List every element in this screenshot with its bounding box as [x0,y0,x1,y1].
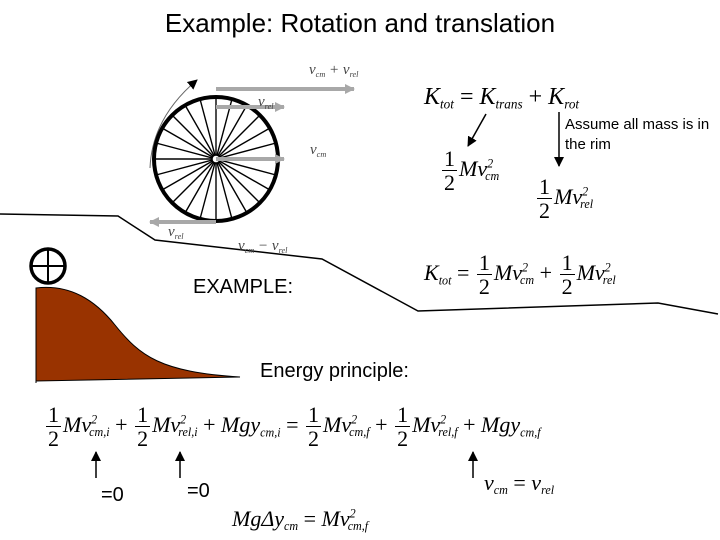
equation-ktot-sum: Ktot = Ktrans + Krot [424,84,580,112]
equation-final: MgΔycm = Mv2cm,f [232,506,369,534]
label-vcm-plus-vrel: vcm + vrel [309,62,359,79]
zero-label-1: =0 [101,484,124,506]
label-vcm-minus-vrel: vcm − vrel [238,238,288,255]
energy-principle-label: Energy principle: [260,360,409,382]
assume-note: Assume all mass is in the rim [565,116,710,153]
small-wheel-icon [29,247,67,285]
example-label: EXAMPLE: [193,276,294,298]
pointer-arrow-ktrans [467,113,487,147]
rotation-arrow-icon [149,79,198,169]
equation-vcm-vrel: vcm = vrel [484,470,555,498]
hill-ramp [35,286,241,382]
slide-title: Example: Rotation and translation [164,8,556,38]
terrain-line [0,213,719,315]
label-vcm: vcm [310,142,327,159]
label-vrel-bottom: vrel [168,224,184,241]
label-vrel-top: vrel [258,94,274,111]
zero-label-2: =0 [187,480,210,502]
